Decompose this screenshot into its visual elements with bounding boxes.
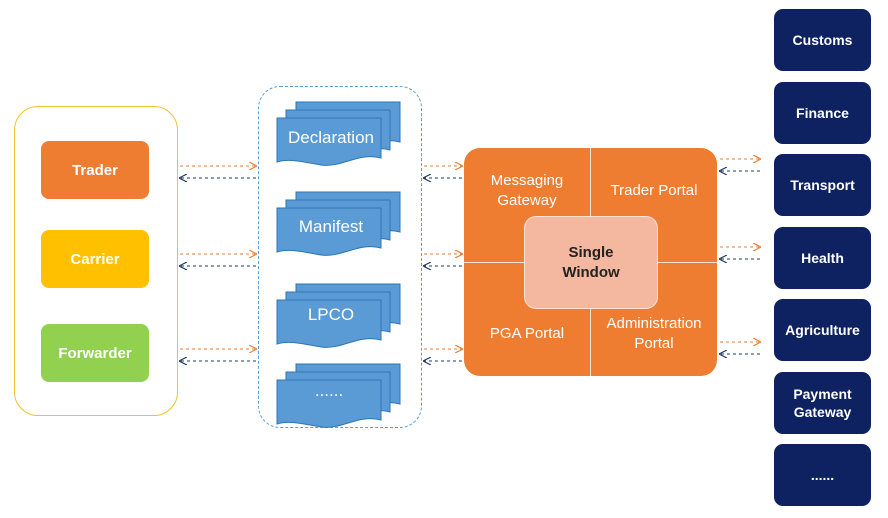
agency-finance: Finance <box>774 82 871 144</box>
agency-more: ...... <box>774 444 871 506</box>
document-stack-declaration: Declaration <box>276 101 401 166</box>
document-stack-more: ...... <box>276 363 401 428</box>
document-label-declaration: Declaration <box>288 128 374 147</box>
pga-portal-label: PGA Portal <box>489 325 565 342</box>
agency-agriculture: Agriculture <box>774 299 871 361</box>
single-window-core: Single Window <box>524 216 658 309</box>
document-stack-lpco: LPCO <box>276 283 401 348</box>
actors-group <box>14 106 178 416</box>
agency-customs: Customs <box>774 9 871 71</box>
document-stack-manifest: Manifest <box>276 191 401 256</box>
messaging-gateway-label: Messaging Gateway <box>490 172 564 209</box>
trader-portal-label: Trader Portal <box>610 182 698 199</box>
actor-carrier: Carrier <box>41 230 149 288</box>
document-label-more: ...... <box>315 381 343 400</box>
document-label-manifest: Manifest <box>299 217 364 236</box>
document-label-lpco: LPCO <box>308 305 354 324</box>
actor-forwarder: Forwarder <box>41 324 149 382</box>
agency-payment-gateway: Payment Gateway <box>774 372 871 434</box>
actor-trader: Trader <box>41 141 149 199</box>
agency-health: Health <box>774 227 871 289</box>
documents-group <box>258 86 422 428</box>
agency-transport: Transport <box>774 154 871 216</box>
administration-portal-label: Administration Portal <box>606 315 702 352</box>
